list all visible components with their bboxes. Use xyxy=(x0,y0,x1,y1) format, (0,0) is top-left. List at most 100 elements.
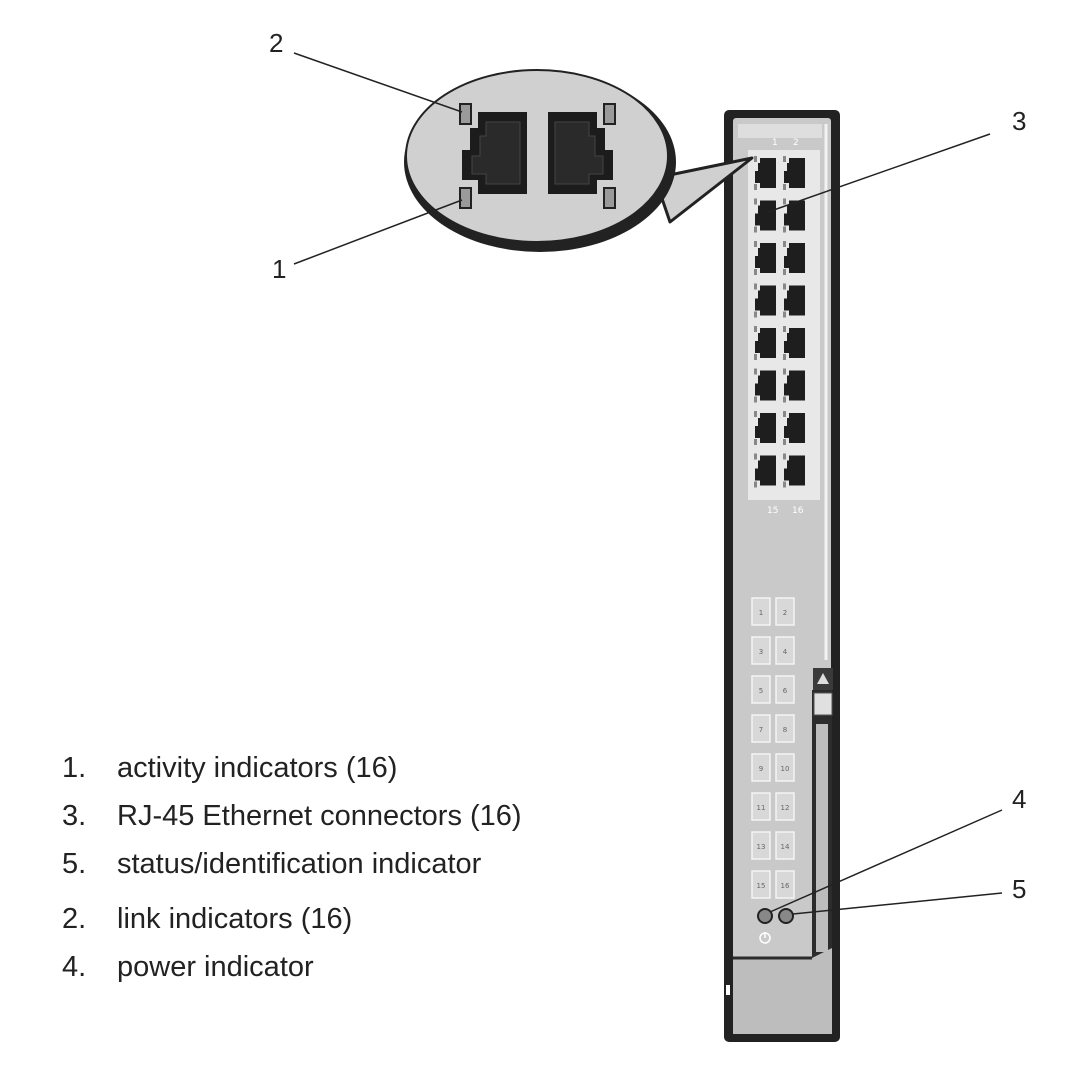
status-identification-indicator xyxy=(778,908,794,924)
leader-lines xyxy=(293,52,1003,915)
port-activity-led xyxy=(783,396,786,403)
eject-icon xyxy=(817,673,829,684)
port-status-cell-label: 6 xyxy=(783,687,788,695)
zoom-link-indicator-left xyxy=(459,103,472,125)
legend-item-text: power indicator xyxy=(117,951,314,983)
port-link-led xyxy=(783,241,786,247)
port-activity-led xyxy=(754,439,757,445)
port-status-cell xyxy=(775,831,795,860)
port-zoom-callout xyxy=(404,69,754,252)
port-activity-led xyxy=(783,184,786,190)
rj45-port xyxy=(783,411,805,445)
legend-item-number: 2. xyxy=(62,903,87,935)
port-status-cell-label: 8 xyxy=(783,726,787,734)
rj45-port xyxy=(754,411,776,445)
rj45-port xyxy=(754,241,776,275)
port-link-led xyxy=(754,368,757,375)
power-indicator xyxy=(757,908,773,924)
leader-line-5 xyxy=(792,892,1003,915)
port-status-cell xyxy=(751,636,771,665)
port-activity-led xyxy=(783,439,786,445)
port-status-cell xyxy=(751,792,771,821)
port-link-led xyxy=(783,198,786,205)
port-link-led xyxy=(754,453,757,460)
port-link-led xyxy=(783,156,786,162)
zoom-bubble xyxy=(405,69,669,243)
rj45-port xyxy=(754,198,776,233)
port-activity-led xyxy=(754,226,757,233)
port-link-led xyxy=(783,453,786,460)
rj45-jack xyxy=(755,243,776,273)
port-status-cell xyxy=(751,597,771,626)
rj45-jack xyxy=(784,285,805,316)
port-label-top-right: 2 xyxy=(793,138,799,148)
legend-item-number: 4. xyxy=(62,951,87,983)
port-status-cell xyxy=(775,714,795,743)
port-activity-led xyxy=(754,311,757,318)
rj45-port-grid xyxy=(754,156,805,488)
rj45-jack xyxy=(755,285,776,316)
zoom-activity-indicator-right xyxy=(603,187,616,209)
port-link-led xyxy=(783,411,786,417)
port-label-top-left: 1 xyxy=(772,138,778,148)
legend-item-text: status/identification indicator xyxy=(117,848,482,880)
leader-line-2 xyxy=(293,52,463,113)
latch-button xyxy=(813,692,833,716)
rj45-port xyxy=(754,156,776,190)
port-status-cell-label: 4 xyxy=(783,648,788,656)
port-status-cell-label: 2 xyxy=(783,609,787,617)
port-link-led xyxy=(754,283,757,290)
handle-notch xyxy=(726,985,730,995)
port-block: 1 2 15 16 xyxy=(748,138,820,516)
port-label-bottom-left: 15 xyxy=(767,506,778,516)
port-status-cell-label: 3 xyxy=(759,648,763,656)
port-status-cell xyxy=(775,792,795,821)
rj45-jack xyxy=(755,328,776,358)
port-link-led xyxy=(783,326,786,332)
zoom-left-rj45-connector xyxy=(462,112,527,194)
port-status-cell xyxy=(751,870,771,899)
callout-number-1: 1 xyxy=(272,254,286,284)
callout-number-3: 3 xyxy=(1012,106,1026,136)
port-activity-led xyxy=(754,269,757,275)
rj45-jack xyxy=(755,413,776,443)
port-label-bottom-right: 16 xyxy=(792,506,804,516)
zoom-link-indicator-right xyxy=(603,103,616,125)
rj45-port xyxy=(783,326,805,360)
port-status-cell-label: 16 xyxy=(781,882,790,890)
port-link-led xyxy=(754,156,757,162)
port-link-led xyxy=(754,198,757,205)
leader-line-1 xyxy=(293,199,463,265)
callout-number-4: 4 xyxy=(1012,784,1026,814)
rj45-port xyxy=(754,283,776,318)
rj45-jack xyxy=(784,200,805,231)
legend-item-text: link indicators (16) xyxy=(117,903,353,935)
rj45-jack xyxy=(784,455,805,486)
legend-item-number: 3. xyxy=(62,800,87,832)
zoom-activity-indicator-left xyxy=(459,187,472,209)
rj45-port xyxy=(754,326,776,360)
port-status-cell xyxy=(751,714,771,743)
rj45-jack xyxy=(784,413,805,443)
port-status-cell-label: 11 xyxy=(757,804,766,812)
legend-item-number: 1. xyxy=(62,752,87,784)
port-activity-led xyxy=(783,311,786,318)
side-rail-inset xyxy=(816,724,828,952)
port-status-cell-label: 13 xyxy=(757,843,766,851)
rj45-jack xyxy=(784,158,805,188)
port-status-cell-label: 7 xyxy=(759,726,763,734)
port-link-led xyxy=(783,283,786,290)
port-status-cell-label: 1 xyxy=(759,609,763,617)
port-link-led xyxy=(783,368,786,375)
port-status-cell-label: 15 xyxy=(757,882,766,890)
rj45-jack xyxy=(755,370,776,401)
port-link-led xyxy=(754,326,757,332)
port-activity-led xyxy=(754,481,757,488)
port-status-cell xyxy=(775,753,795,782)
legend-item-number: 5. xyxy=(62,848,87,880)
rj45-jack xyxy=(784,370,805,401)
port-link-led xyxy=(754,241,757,247)
